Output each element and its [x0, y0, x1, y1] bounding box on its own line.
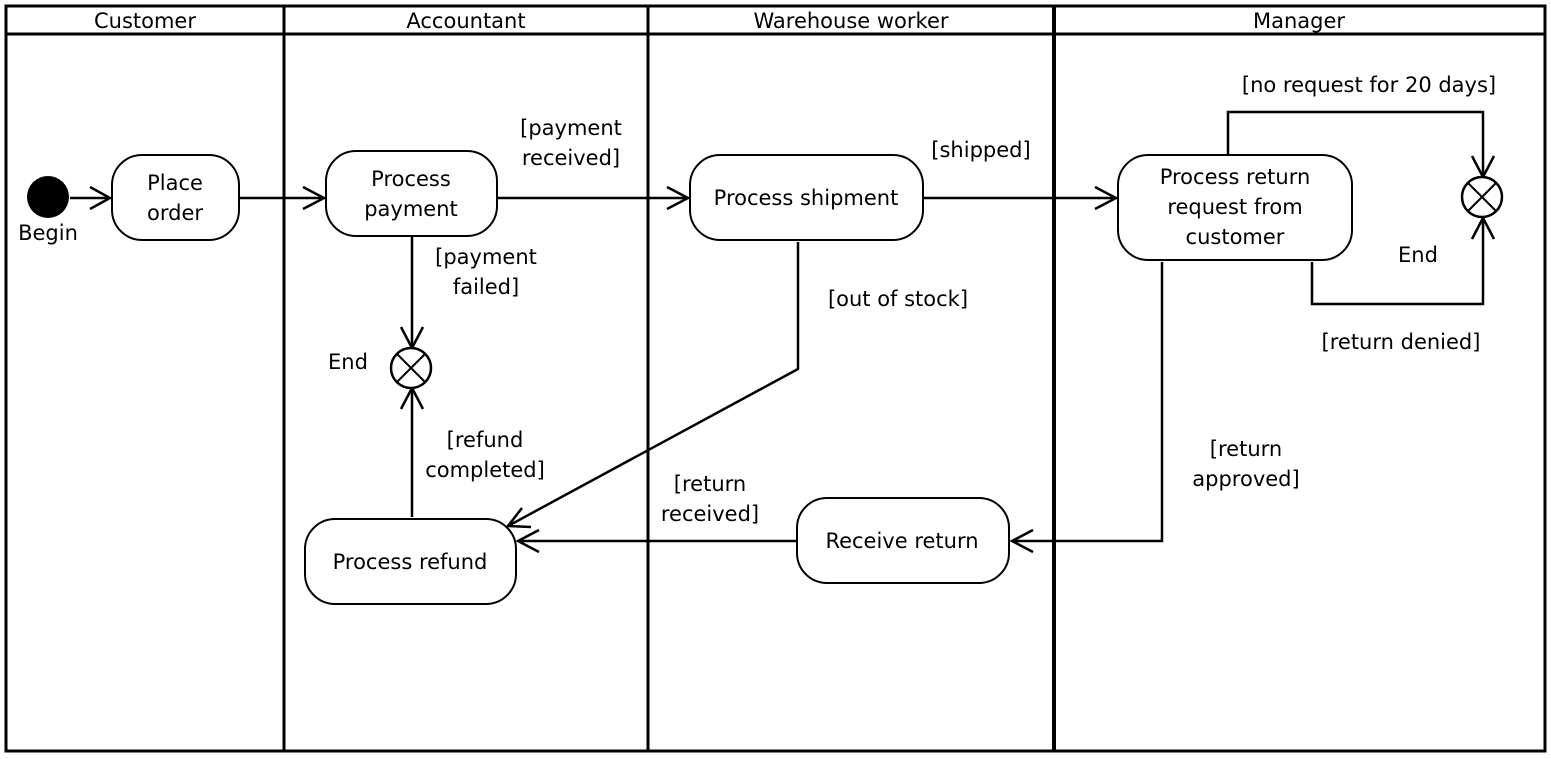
- guard-return-received: [return: [674, 472, 746, 496]
- action-label-line: Receive return: [825, 529, 978, 553]
- guard-payment-received: [payment: [520, 116, 622, 140]
- guard-refund-completed: completed]: [425, 458, 545, 482]
- guard-payment-received: received]: [522, 146, 620, 170]
- arrowhead: [302, 185, 327, 211]
- action-label-line: order: [147, 201, 203, 225]
- begin-label: Begin: [18, 221, 78, 245]
- action-process-shipment[interactable]: Process shipment: [689, 154, 924, 241]
- flow-final-node-accountant[interactable]: [389, 346, 433, 390]
- arrowhead: [89, 185, 113, 211]
- action-receive-return[interactable]: Receive return: [796, 497, 1010, 584]
- guard-return-received: received]: [661, 502, 759, 526]
- action-process-return-request[interactable]: Process return request from customer: [1117, 154, 1353, 261]
- arrowhead: [515, 528, 540, 554]
- guard-payment-failed: [payment: [435, 245, 537, 269]
- action-label-line: request from: [1167, 195, 1302, 219]
- action-label-line: customer: [1186, 225, 1285, 249]
- arrowhead: [1009, 528, 1034, 554]
- swimlane-frame: Customer Accountant Warehouse worker Man…: [4, 4, 1547, 753]
- lane-title-warehouse-worker: Warehouse worker: [753, 9, 948, 33]
- action-label-line: payment: [364, 197, 458, 221]
- initial-node[interactable]: [27, 176, 69, 218]
- action-label-line: Process shipment: [714, 186, 899, 210]
- lane-title-customer: Customer: [94, 9, 196, 33]
- action-place-order[interactable]: Place order: [111, 154, 240, 241]
- action-label-line: Process return: [1160, 165, 1311, 189]
- guard-out-of-stock: [out of stock]: [828, 287, 968, 311]
- guard-shipped: [shipped]: [931, 138, 1030, 162]
- guard-labels: [payment received] [payment failed] [shi…: [425, 73, 1496, 526]
- lane-title-accountant: Accountant: [406, 9, 525, 33]
- edge-no-request-to-end: [1226, 110, 1485, 177]
- guard-payment-failed: failed]: [453, 275, 519, 299]
- guard-no-request-20-days: [no request for 20 days]: [1242, 73, 1496, 97]
- end-label-accountant: End: [328, 350, 368, 374]
- action-process-payment[interactable]: Process payment: [325, 150, 498, 237]
- action-process-refund[interactable]: Process refund: [304, 518, 517, 605]
- edge-out-of-stock-to-refund: [507, 242, 800, 528]
- edge-return-approved-to-receive-return: [1012, 262, 1164, 543]
- edge-return-denied-to-end: [1310, 218, 1485, 306]
- arrowhead: [666, 185, 691, 211]
- guard-refund-completed: [refund: [447, 428, 524, 452]
- end-label-manager: End: [1398, 243, 1438, 267]
- diagram-border: [4, 4, 1547, 753]
- action-label-line: Process refund: [333, 550, 488, 574]
- nodes: Begin Place order Process payment Proces…: [18, 150, 1504, 605]
- arrowhead: [505, 507, 532, 529]
- guard-return-denied: [return denied]: [1322, 330, 1481, 354]
- flow-final-node-manager[interactable]: [1460, 175, 1504, 219]
- lane-title-manager: Manager: [1253, 9, 1345, 33]
- edges: [70, 110, 1496, 554]
- action-label-line: Process: [371, 167, 451, 191]
- arrowhead: [1094, 185, 1119, 211]
- guard-return-approved: approved]: [1192, 467, 1299, 491]
- action-label-line: Place: [147, 171, 203, 195]
- guard-return-approved: [return: [1210, 437, 1282, 461]
